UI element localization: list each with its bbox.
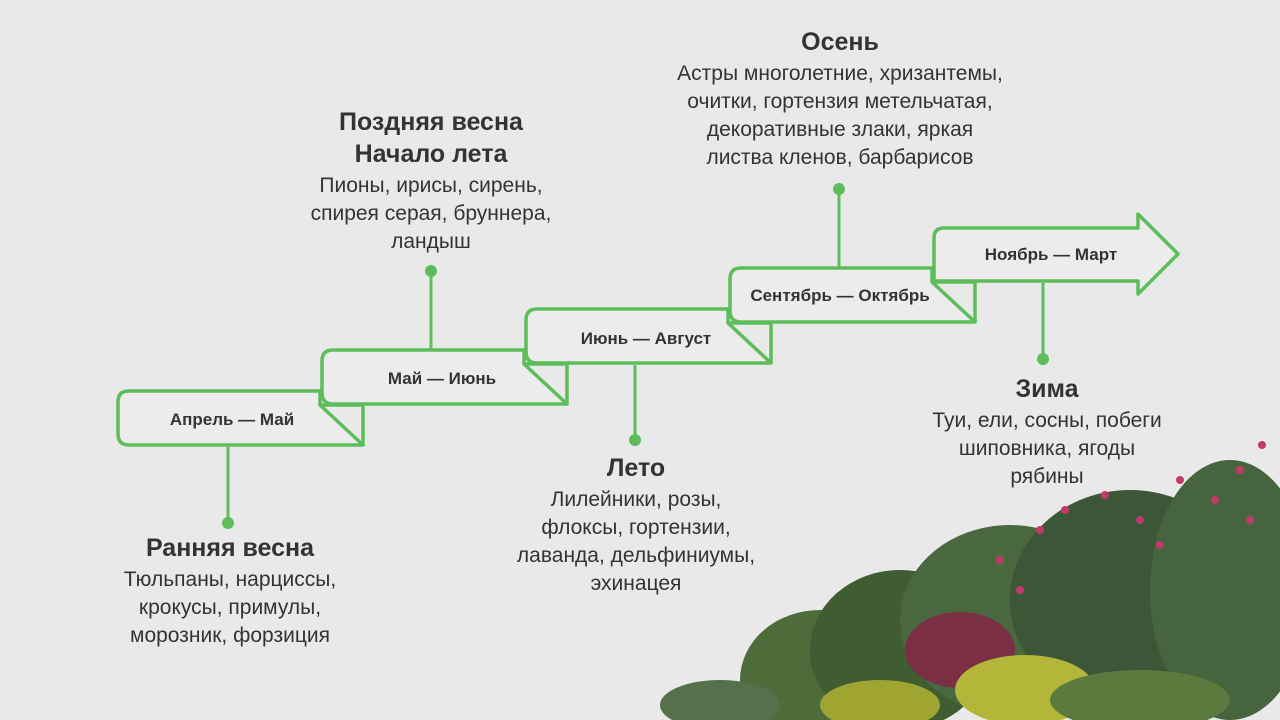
step-may-june: Май — Июнь xyxy=(320,348,569,406)
stage-label-3: Июнь — Август xyxy=(581,329,712,348)
season-title: Осень xyxy=(801,28,879,56)
season-early-spring: Ранняя весна Тюльпаны, нарциссы, крокусы… xyxy=(80,532,380,650)
season-title: Лето xyxy=(606,454,666,482)
timeline-steps: Апрель — Май Май — Июнь Июнь — Август Се… xyxy=(116,212,1180,447)
season-plants: Лилейники, розы, флоксы, гортензии, лава… xyxy=(516,488,756,595)
connector-dot xyxy=(425,265,437,277)
stage-label-4: Сентябрь — Октябрь xyxy=(750,286,929,305)
shrubs-illustration xyxy=(660,441,1280,720)
connector-dot xyxy=(629,434,641,446)
connector-dot xyxy=(1037,353,1049,365)
season-title: Ранняя весна xyxy=(145,534,315,562)
step-november-march: Ноябрь — Март xyxy=(932,212,1180,296)
season-plants: Туи, ели, сосны, побеги шиповника, ягоды… xyxy=(932,409,1162,488)
season-title: Поздняя весна Начало лета xyxy=(339,108,523,168)
stage-label-2: Май — Июнь xyxy=(388,369,496,388)
season-summer: Лето Лилейники, розы, флоксы, гортензии,… xyxy=(486,452,786,598)
season-plants: Пионы, ирисы, сирень, спирея серая, брун… xyxy=(310,174,552,253)
step-april-may: Апрель — Май xyxy=(116,389,365,447)
season-winter: Зима Туи, ели, сосны, побеги шиповника, … xyxy=(897,373,1197,491)
season-autumn: Осень Астры многолетние, хризантемы, очи… xyxy=(640,26,1040,172)
connector-dot xyxy=(833,183,845,195)
season-late-spring: Поздняя весна Начало лета Пионы, ирисы, … xyxy=(281,106,581,256)
connectors xyxy=(222,183,1049,529)
season-title: Зима xyxy=(1015,375,1079,403)
stage-label-5: Ноябрь — Март xyxy=(985,245,1117,264)
connector-dot xyxy=(222,517,234,529)
season-plants: Тюльпаны, нарциссы, крокусы, примулы, мо… xyxy=(123,568,337,647)
season-plants: Астры многолетние, хризантемы, очитки, г… xyxy=(677,62,1003,169)
stage-label-1: Апрель — Май xyxy=(170,410,294,429)
step-september-october: Сентябрь — Октябрь xyxy=(728,266,977,324)
